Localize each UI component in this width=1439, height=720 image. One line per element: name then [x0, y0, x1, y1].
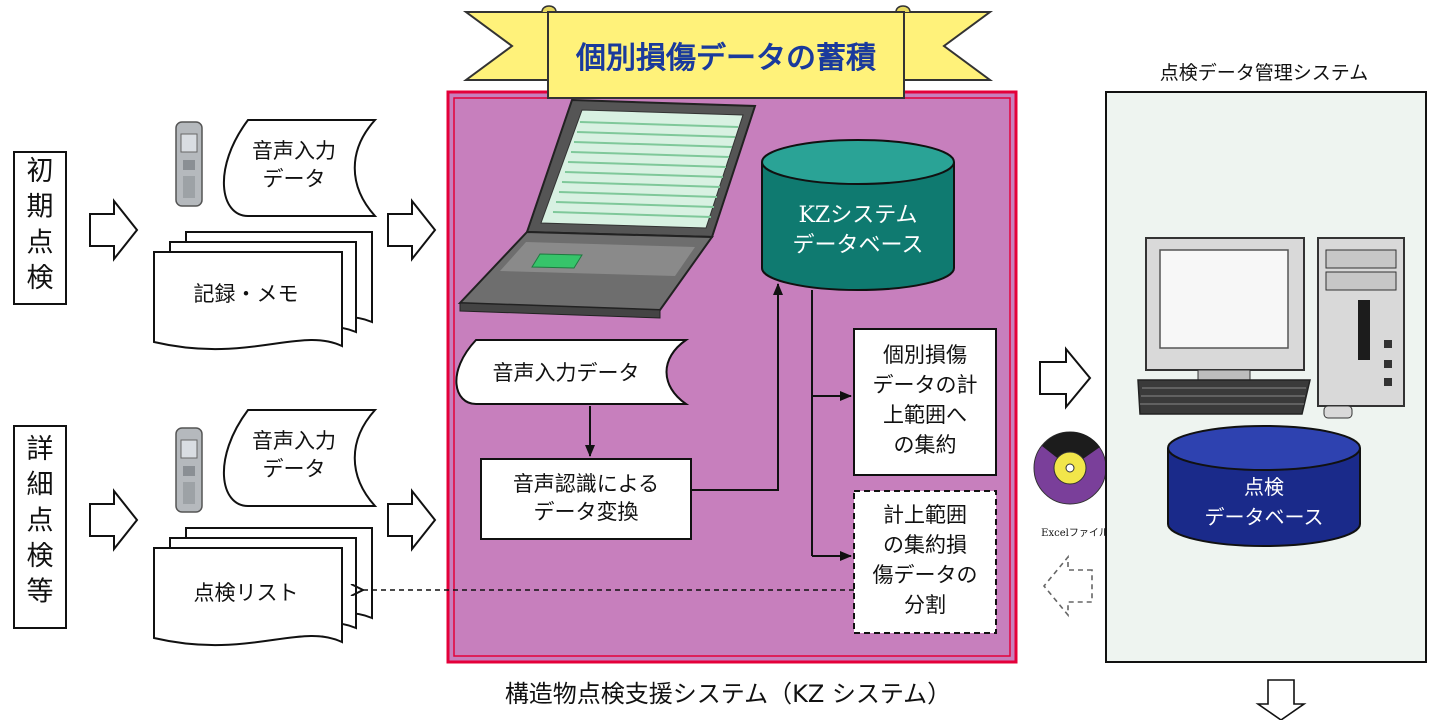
detailed-inspection-box [13, 425, 67, 629]
inspection-database-label: 点検データベース [1205, 475, 1324, 529]
voice-data-label: 音声入力データ [252, 429, 336, 481]
inspection-list-label: 点検リスト [194, 581, 299, 605]
flow-arrow [387, 488, 437, 552]
banner-title: 個別損傷データの蓄積 [575, 41, 876, 76]
kz-database-label: KZシステムデータベース [793, 203, 924, 258]
inspection-data-management-panel: 点検データ管理システム 点検データベース [1105, 62, 1427, 720]
inspection-database-cylinder [1167, 425, 1361, 547]
dashed-flow-arrow [1042, 554, 1093, 618]
initial-inspection-box [13, 151, 67, 305]
down-flow-arrow [1255, 679, 1307, 720]
flow-arrow [89, 488, 139, 552]
split-box [853, 490, 997, 634]
kz-database-cylinder [761, 139, 955, 291]
split-label: 計上範囲の集約損傷データの分割 [873, 503, 978, 617]
inspection-list-document-stack [153, 527, 373, 647]
memo-document-stack [153, 231, 373, 351]
voice-data-label: 音声入力データ [252, 139, 336, 191]
desktop-computer-icon [1137, 237, 1405, 419]
voice-recorder-icon [175, 427, 203, 513]
voice-input-label: 音声入力データ [493, 361, 640, 385]
voice-data-document [223, 409, 378, 507]
inspection-system-title: 点検データ管理システム [1160, 62, 1368, 84]
detailed-inspection-label: 詳細点検等 [27, 434, 54, 608]
memo-document-label: 記録・メモ [194, 282, 299, 306]
flow-arrow [387, 198, 437, 262]
speech-recognition-label: 音声認識によるデータ変換 [513, 472, 659, 524]
voice-recorder-icon [175, 121, 203, 207]
disc-icon [1033, 431, 1107, 505]
voice-data-document [223, 119, 378, 217]
flow-arrow [89, 198, 139, 262]
aggregate-label: 個別損傷データの計上範囲への集約 [873, 343, 978, 457]
detailed-inspection-group: 詳細点検等 音声入力データ 点検リスト [13, 409, 437, 647]
aggregate-box [853, 328, 997, 476]
initial-inspection-group: 初期点検 音声入力データ 記録・メモ [13, 119, 437, 351]
initial-inspection-label: 初期点検 [27, 156, 54, 294]
banner [462, 5, 994, 99]
laptop-icon [457, 98, 757, 319]
flow-arrow [1039, 346, 1092, 410]
connector-arrow [691, 283, 783, 491]
kz-system-caption: 構造物点検支援システム（KZ システム） [505, 680, 951, 708]
speech-recognition-box [480, 458, 692, 540]
voice-input-shape [455, 339, 690, 405]
media-label: Excelファイル等 [1041, 526, 1119, 539]
kz-system-panel: 構造物点検支援システム（KZ システム） [362, 90, 1018, 708]
